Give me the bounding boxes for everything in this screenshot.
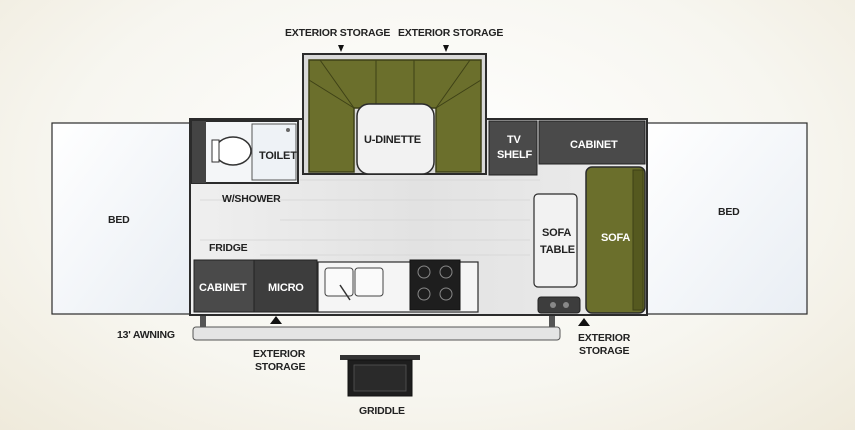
label-awning: 13' AWNING <box>117 329 175 341</box>
bed-left <box>51 122 192 315</box>
awning-rail <box>192 326 561 341</box>
label-u-dinette: U-DINETTE <box>364 134 421 146</box>
griddle-surface <box>353 364 407 392</box>
outlet-dot-1 <box>550 302 556 308</box>
floor-planks <box>200 179 540 256</box>
label-bed-right: BED <box>718 206 740 218</box>
label-cabinet-lower: CABINET <box>199 282 247 294</box>
awning-post-left <box>200 316 206 327</box>
label-toilet: TOILET <box>259 150 297 162</box>
outlet-unit <box>537 296 581 314</box>
arrow-top-left <box>338 45 344 52</box>
sink-left <box>324 267 354 297</box>
griddle-top <box>340 355 420 360</box>
cabinet-upper <box>538 120 646 165</box>
arrow-bottom <box>270 316 282 324</box>
label-griddle: GRIDDLE <box>359 405 405 417</box>
shower <box>251 123 297 181</box>
label-w-shower: W/SHOWER <box>222 193 281 205</box>
label-tv: TV <box>507 134 521 146</box>
burner-3 <box>417 287 431 301</box>
bed-right <box>645 122 808 315</box>
bathroom-wall-strip <box>192 121 206 183</box>
burner-1 <box>417 265 431 279</box>
label-sofa-table-1: SOFA <box>542 227 572 239</box>
label-exterior-right-2: STORAGE <box>579 345 630 357</box>
label-cabinet-upper: CABINET <box>570 139 618 151</box>
toilet-tank <box>211 139 220 163</box>
label-exterior-bottom-1: EXTERIOR <box>253 348 306 360</box>
label-sofa-table-2: TABLE <box>540 244 575 256</box>
label-sofa: SOFA <box>601 232 631 244</box>
sofa-table <box>533 193 578 288</box>
label-exterior-storage-top-left: EXTERIOR STORAGE <box>285 27 391 39</box>
arrow-right <box>578 318 590 326</box>
micro <box>253 259 318 313</box>
sofa-back <box>632 169 644 311</box>
stove <box>409 259 461 311</box>
label-bed-left: BED <box>108 214 130 226</box>
outlet-dot-2 <box>563 302 569 308</box>
label-micro: MICRO <box>268 282 304 294</box>
burner-2 <box>439 265 453 279</box>
burner-4 <box>439 287 453 301</box>
label-exterior-bottom-2: STORAGE <box>255 361 306 373</box>
dinette-table <box>356 103 435 175</box>
faucet <box>339 284 351 301</box>
sofa <box>585 166 646 314</box>
tv-shelf <box>488 120 538 176</box>
label-exterior-right-1: EXTERIOR <box>578 332 631 344</box>
shower-drain <box>286 128 290 132</box>
dinette-seams <box>308 59 482 109</box>
label-shelf: SHELF <box>497 149 533 161</box>
awning-post-right <box>549 316 555 327</box>
label-fridge: FRIDGE <box>209 242 248 254</box>
sink-right <box>354 267 384 297</box>
label-exterior-storage-top-right: EXTERIOR STORAGE <box>398 27 504 39</box>
toilet-bowl <box>214 136 252 166</box>
arrow-top-right <box>443 45 449 52</box>
